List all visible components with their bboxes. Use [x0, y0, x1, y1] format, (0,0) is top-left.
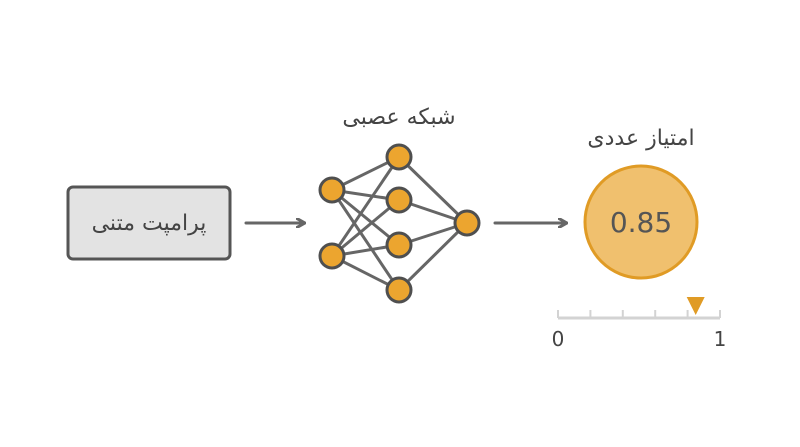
score-title: امتیاز عددی	[587, 126, 694, 151]
network-edge	[331, 188, 400, 247]
network-edge	[331, 198, 400, 258]
prompt-box-label: پرامپت متنی	[92, 211, 207, 236]
network-edge	[330, 156, 401, 257]
network-node	[318, 242, 346, 270]
network-node	[385, 186, 413, 214]
network-nodes	[318, 143, 481, 304]
scale-ticks	[557, 310, 721, 318]
network-node	[453, 209, 481, 237]
network-edges	[330, 155, 469, 292]
network-node	[385, 276, 413, 304]
network-edge	[397, 221, 469, 292]
scale-max-label: 1	[714, 327, 727, 351]
network-edge	[330, 189, 401, 291]
score-circle: 0.85	[583, 164, 699, 280]
scale-min-label: 0	[552, 327, 565, 351]
score-marker-icon	[686, 297, 705, 315]
network-node	[385, 231, 413, 259]
network-node	[385, 143, 413, 171]
network-node	[318, 176, 346, 204]
neural-network	[318, 143, 481, 304]
prompt-box: پرامپت متنی	[66, 185, 232, 261]
score-value: 0.85	[610, 206, 672, 239]
score-scale: 0 1	[552, 297, 727, 351]
network-edge	[397, 155, 469, 225]
network-title: شبکه عصبی	[342, 105, 455, 130]
